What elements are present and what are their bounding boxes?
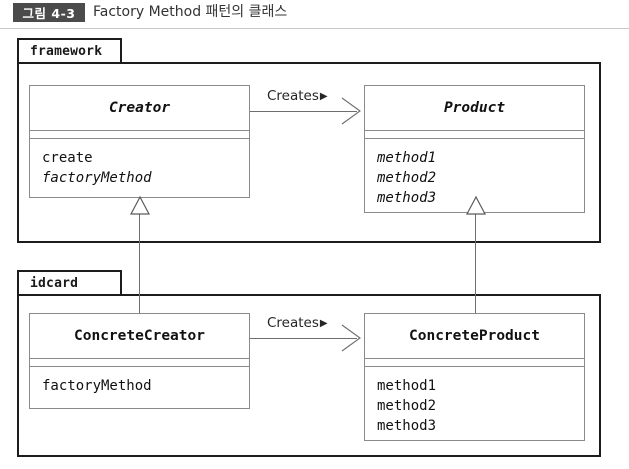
class-attributes-creator	[30, 130, 249, 139]
class-attributes-concretecreator	[30, 358, 249, 367]
class-operation: create	[42, 150, 93, 166]
class-operation: method2	[377, 170, 437, 186]
class-name-creator: Creator	[108, 100, 171, 116]
class-operation: method3	[377, 190, 437, 206]
class-box-concretecreator[interactable]: ConcreteCreator factoryMethod	[29, 313, 250, 409]
association-label-creates-bottom-text: Creates	[267, 315, 319, 331]
package-framework-tab: framework	[17, 38, 122, 64]
class-name-concretecreator: ConcreteCreator	[74, 328, 205, 344]
generalization-line-concreteproduct-product	[475, 212, 476, 317]
association-label-creates-top-text: Creates	[267, 88, 319, 104]
hollow-triangle-arrowhead-product	[466, 195, 486, 215]
class-box-product[interactable]: Product method1 method2 method3	[364, 85, 585, 213]
association-line-creator-product	[249, 111, 357, 112]
class-attributes-concreteproduct	[365, 358, 584, 367]
association-line-concretecreator-concreteproduct	[249, 338, 357, 339]
figure-number-badge: 그림 4-3	[13, 3, 85, 22]
package-idcard-tab: idcard	[17, 270, 122, 296]
figure-title: Factory Method 패턴의 클래스	[93, 4, 288, 20]
class-operations-concretecreator: factoryMethod	[30, 367, 249, 404]
package-framework-label: framework	[30, 43, 103, 59]
navigability-marker-bottom: ▶	[319, 318, 328, 329]
class-name-product: Product	[443, 100, 506, 116]
hollow-triangle-arrowhead-creator	[130, 195, 150, 215]
open-arrowhead-creates-bottom	[341, 324, 361, 352]
class-operation: method2	[377, 398, 437, 414]
association-label-creates-top: Creates▶	[267, 88, 328, 104]
open-arrowhead-creates-top	[341, 97, 361, 125]
association-label-creates-bottom: Creates▶	[267, 315, 328, 331]
class-operation: factoryMethod	[42, 378, 152, 394]
package-idcard-label: idcard	[30, 275, 79, 291]
class-operation: method1	[377, 150, 437, 166]
class-attributes-product	[365, 130, 584, 139]
class-operation: method1	[377, 378, 437, 394]
class-name-concreteproduct: ConcreteProduct	[409, 328, 540, 344]
class-box-creator[interactable]: Creator create factoryMethod	[29, 85, 250, 198]
class-operations-product: method1 method2 method3	[365, 139, 584, 216]
class-operation: factoryMethod	[42, 170, 152, 186]
header-divider	[0, 28, 629, 29]
navigability-marker-top: ▶	[319, 91, 328, 102]
class-operations-concreteproduct: method1 method2 method3	[365, 367, 584, 444]
figure-header: 그림 4-3 Factory Method 패턴의 클래스	[0, 0, 629, 28]
class-operations-creator: create factoryMethod	[30, 139, 249, 196]
class-operation: method3	[377, 418, 437, 434]
generalization-line-concretecreator-creator	[139, 212, 140, 317]
class-box-concreteproduct[interactable]: ConcreteProduct method1 method2 method3	[364, 313, 585, 441]
